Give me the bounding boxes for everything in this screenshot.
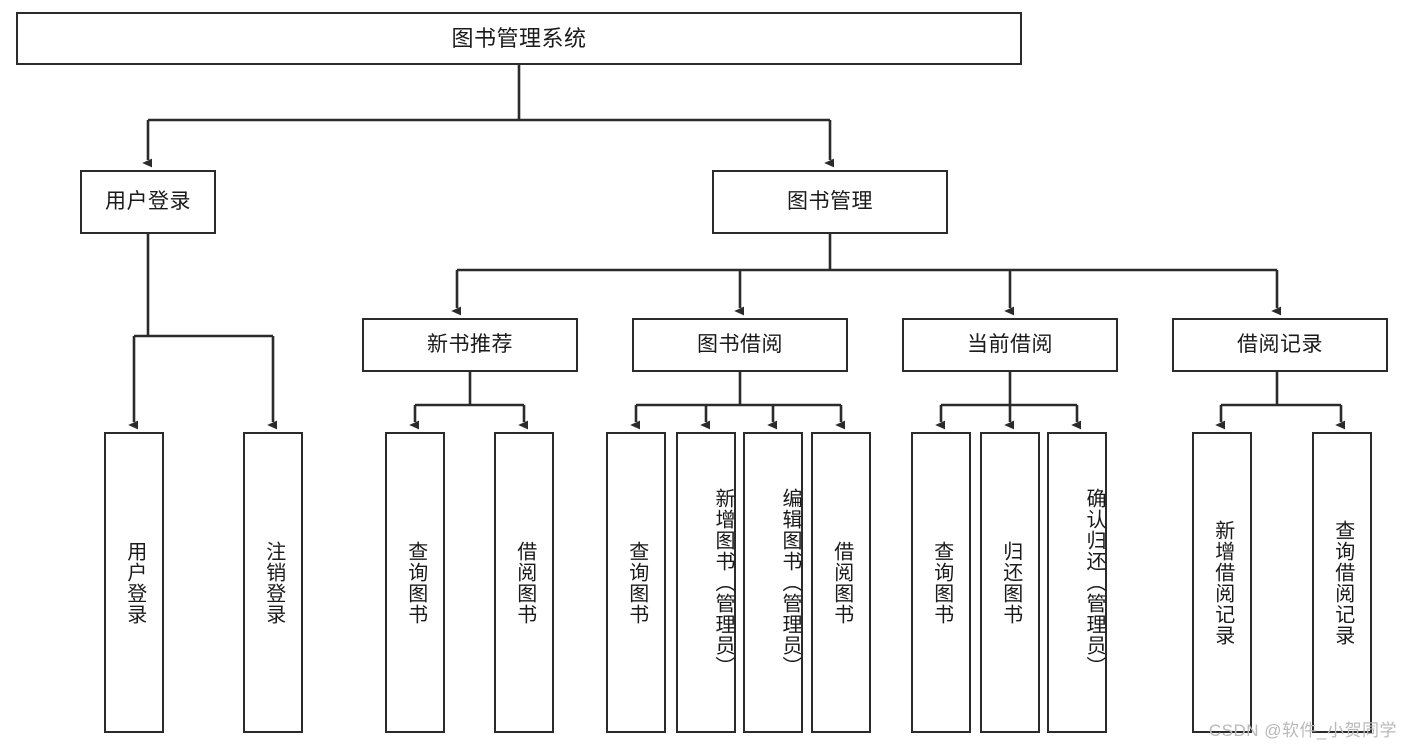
node-leaf-add-book[interactable]: 新增图书（管理员） [676,432,736,733]
node-leaf-query-book-2[interactable]: 查询图书 [606,432,666,733]
node-label: 查询图书 [930,540,953,625]
node-label: 新增图书（管理员） [712,488,734,677]
node-label: 借阅图书 [513,540,536,625]
node-label: 查询图书 [625,540,648,625]
node-label: 确认归还（管理员） [1083,488,1105,677]
node-label: 当前借阅 [967,332,1053,356]
node-label: 查询图书 [404,540,427,625]
node-label: 注销登录 [262,540,285,625]
node-label: 编辑图书（管理员） [779,488,801,677]
node-leaf-logout-login[interactable]: 注销登录 [243,432,303,733]
node-label: 用户登录 [123,540,146,625]
node-label: 新书推荐 [427,332,513,356]
node-leaf-query-borrow-record[interactable]: 查询借阅记录 [1312,432,1372,733]
node-book-management[interactable]: 图书管理 [712,170,948,234]
node-current-borrow[interactable]: 当前借阅 [902,318,1118,372]
node-leaf-return-book[interactable]: 归还图书 [980,432,1040,733]
node-leaf-add-borrow-record[interactable]: 新增借阅记录 [1192,432,1252,733]
node-leaf-borrow-book-2[interactable]: 借阅图书 [811,432,871,733]
node-root-system[interactable]: 图书管理系统 [16,12,1022,65]
node-label: 归还图书 [999,540,1022,625]
node-label: 查询借阅记录 [1331,519,1354,646]
node-label: 图书管理 [787,189,873,213]
node-label: 图书管理系统 [451,25,587,51]
node-new-book-recommend[interactable]: 新书推荐 [362,318,578,372]
node-label: 图书借阅 [697,332,783,356]
node-label: 借阅图书 [830,540,853,625]
node-label: 借阅记录 [1237,332,1323,356]
node-label: 新增借阅记录 [1211,519,1234,646]
node-leaf-query-book-1[interactable]: 查询图书 [385,432,445,733]
node-leaf-confirm-return[interactable]: 确认归还（管理员） [1047,432,1107,733]
node-leaf-query-book-3[interactable]: 查询图书 [911,432,971,733]
node-leaf-borrow-book-1[interactable]: 借阅图书 [494,432,554,733]
node-leaf-user-login[interactable]: 用户登录 [104,432,164,733]
watermark-text: CSDN @软件_小贺同学 [1208,721,1397,740]
node-borrow-record[interactable]: 借阅记录 [1172,318,1388,372]
node-user-login[interactable]: 用户登录 [80,170,216,234]
node-leaf-edit-book[interactable]: 编辑图书（管理员） [743,432,803,733]
node-label: 用户登录 [105,189,191,213]
node-book-borrow[interactable]: 图书借阅 [632,318,848,372]
